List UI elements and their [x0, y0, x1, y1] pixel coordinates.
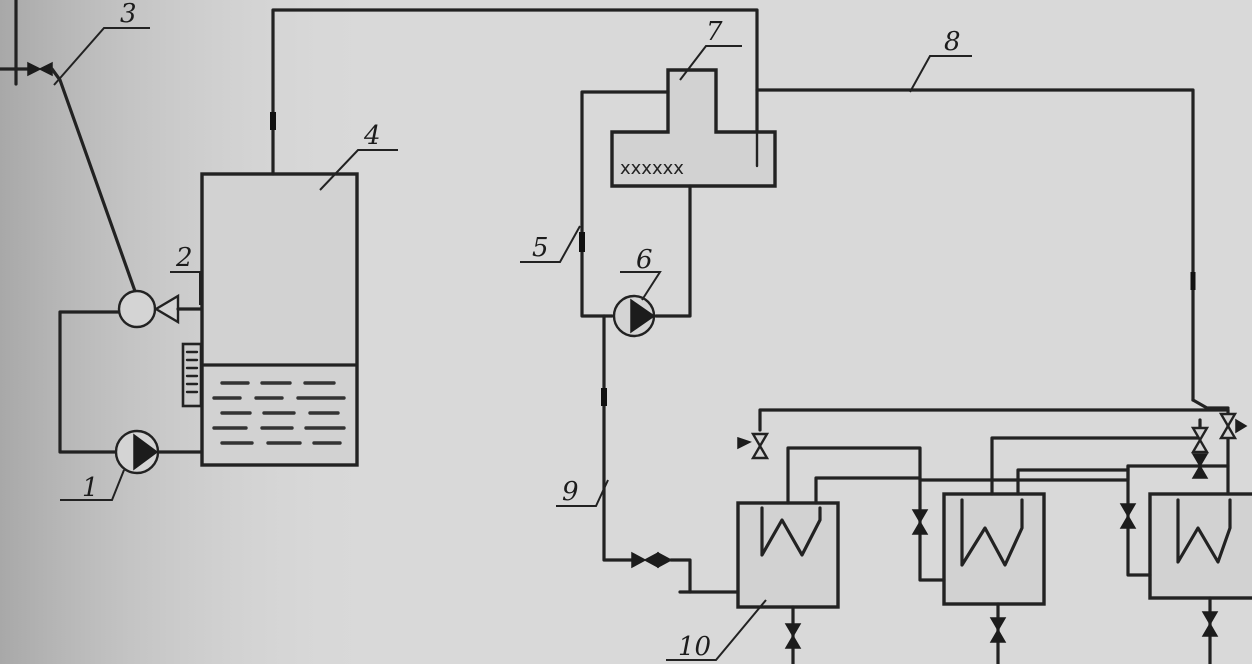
label-3: 3 — [120, 0, 137, 29]
pipe9-valve-icon — [631, 551, 673, 569]
liquid-level-dashes — [212, 381, 346, 445]
label-10: 10 — [678, 632, 711, 662]
nozzle-marks: xxxxxx — [620, 132, 759, 179]
loop-5 — [579, 90, 692, 318]
header-valves — [737, 412, 1248, 535]
svg-text:xxxxxx: xxxxxx — [620, 158, 684, 179]
tank-10-c — [1148, 492, 1252, 600]
pipe-9 — [601, 314, 740, 594]
label-2: 2 — [175, 243, 193, 273]
pipe-8 — [755, 88, 1230, 410]
unit-7: xxxxxx — [610, 68, 777, 188]
label-8: 8 — [944, 27, 961, 57]
vessel-to-unit7-pipe — [270, 8, 759, 176]
recirculation-loop — [58, 310, 206, 454]
valve-icon — [1190, 426, 1210, 479]
label-7: 7 — [706, 17, 723, 47]
vessel-4 — [200, 172, 359, 467]
valve-icon — [911, 509, 929, 535]
label-5: 5 — [532, 233, 549, 263]
header-piping — [758, 408, 1230, 582]
drain-valves — [784, 596, 1219, 664]
valve-icon — [1218, 412, 1248, 440]
label-9: 9 — [562, 477, 579, 507]
leader-lines — [53, 27, 972, 661]
label-4: 4 — [363, 121, 381, 151]
pump-6 — [612, 294, 656, 338]
valve-icon — [737, 432, 770, 460]
label-1: 1 — [82, 473, 99, 503]
valve-icon — [1119, 503, 1137, 529]
pump-1 — [114, 429, 160, 475]
tank-10-b — [942, 492, 1046, 606]
tank-10-a — [736, 501, 840, 609]
inlet-pipe-3 — [0, 0, 138, 296]
level-gauge — [181, 342, 203, 408]
label-6: 6 — [636, 245, 653, 275]
labels: 3 1 2 4 5 6 7 8 9 10 — [82, 0, 961, 662]
ejector-2 — [117, 289, 206, 329]
